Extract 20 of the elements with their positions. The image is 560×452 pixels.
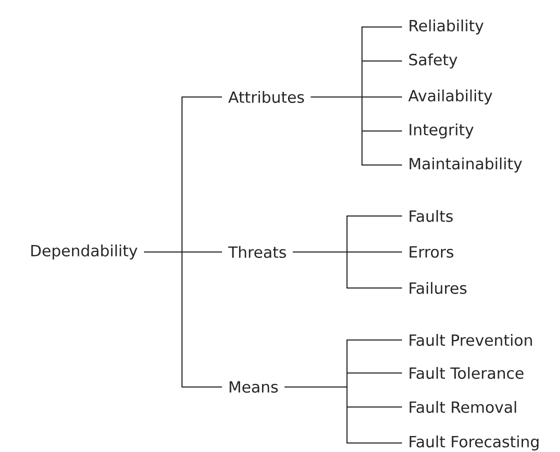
label-text: Fault Prevention — [410, 334, 532, 346]
label-text: Dependability — [31, 244, 138, 260]
label-text: Fault Removal — [410, 400, 516, 413]
connector-line — [310, 96, 402, 166]
connector-line — [144, 252, 222, 388]
label-text: Errors — [410, 246, 454, 258]
connector-line — [284, 386, 402, 444]
label-text: Attributes — [228, 91, 304, 103]
label-text: Failures — [410, 282, 467, 294]
connector-line — [292, 252, 402, 288]
label-text: Threats — [228, 246, 286, 258]
label-text: Means — [230, 381, 278, 393]
label-text: Safety — [409, 54, 458, 68]
label-text: Availability — [408, 90, 492, 104]
label-text: Integrity — [410, 124, 474, 138]
label-text: Fault Forecasting — [410, 435, 538, 450]
label-text: Faults — [410, 210, 453, 222]
label-text: Fault Tolerance — [410, 366, 524, 379]
label-text: Reliability — [410, 20, 484, 34]
label-text: Maintainability — [410, 158, 522, 172]
